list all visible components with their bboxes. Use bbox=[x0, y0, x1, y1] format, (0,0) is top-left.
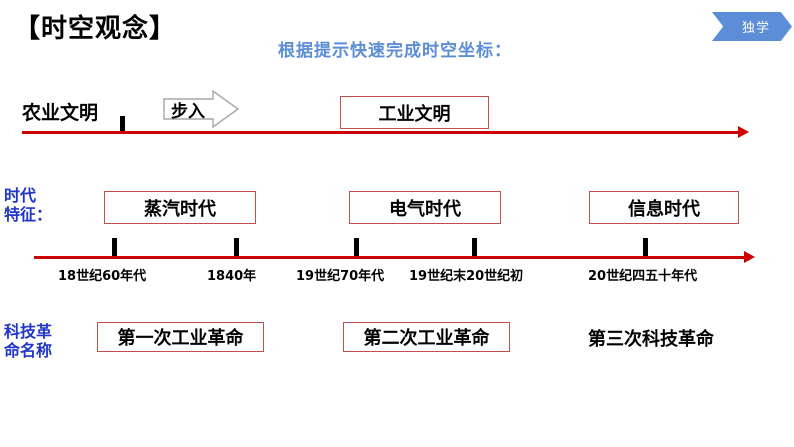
era-row-label-line1: 时代 bbox=[4, 186, 37, 205]
civilization-axis-line bbox=[22, 131, 740, 134]
era-box-information-label: 信息时代 bbox=[628, 198, 700, 220]
era-box-electric-label: 电气时代 bbox=[389, 198, 461, 220]
era-axis-line bbox=[34, 256, 746, 259]
era-box-electric: 电气时代 bbox=[349, 191, 501, 224]
industrial-civilization-label: 工业文明 bbox=[378, 103, 451, 125]
revolution-row-label-line1: 科技革 bbox=[4, 322, 53, 341]
era-axis-tick bbox=[112, 238, 117, 256]
era-row-label-line2: 特征： bbox=[4, 205, 53, 224]
instruction-subtitle: 根据提示快速完成时空坐标： bbox=[278, 41, 512, 61]
revolution-box-second: 第二次工业革命 bbox=[343, 322, 510, 352]
era-tick-caption: 19世纪70年代 bbox=[296, 269, 385, 284]
era-tick-caption: 19世纪末20世纪初 bbox=[409, 269, 524, 284]
step-into-label: 步入 bbox=[171, 101, 205, 122]
era-box-information: 信息时代 bbox=[589, 191, 739, 224]
era-axis-arrowhead bbox=[744, 251, 755, 263]
era-box-steam: 蒸汽时代 bbox=[104, 191, 256, 224]
revolution-box-first: 第一次工业革命 bbox=[97, 322, 264, 352]
civilization-axis-arrowhead bbox=[738, 126, 749, 138]
badge-duxue: 独学 bbox=[712, 12, 792, 41]
badge-label: 独学 bbox=[741, 21, 770, 36]
revolution-box-first-label: 第一次工业革命 bbox=[117, 328, 244, 349]
era-axis-tick bbox=[643, 238, 648, 256]
era-axis-tick bbox=[234, 238, 239, 256]
revolution-row-label-line2: 命名称 bbox=[4, 341, 53, 360]
era-tick-caption: 20世纪四五十年代 bbox=[588, 269, 698, 284]
era-row-label: 时代 特征： bbox=[4, 186, 52, 224]
era-axis-tick bbox=[472, 238, 477, 256]
revolution-box-second-label: 第二次工业革命 bbox=[363, 328, 490, 349]
step-into-block-arrow: 步入 bbox=[163, 90, 239, 128]
era-tick-caption: 1840年 bbox=[207, 269, 257, 284]
civilization-axis-tick bbox=[120, 116, 125, 131]
agriculture-civilization-label: 农业文明 bbox=[22, 102, 99, 124]
revolution-label-third: 第三次科技革命 bbox=[588, 329, 714, 350]
era-axis-tick bbox=[354, 238, 359, 256]
block-arrow-icon bbox=[163, 90, 239, 128]
era-box-steam-label: 蒸汽时代 bbox=[144, 198, 216, 220]
era-tick-caption: 18世纪60年代 bbox=[58, 269, 147, 284]
page-title: 【时空观念】 bbox=[14, 14, 177, 44]
revolution-row-label: 科技革 命名称 bbox=[4, 322, 52, 360]
industrial-civilization-box: 工业文明 bbox=[340, 96, 489, 129]
